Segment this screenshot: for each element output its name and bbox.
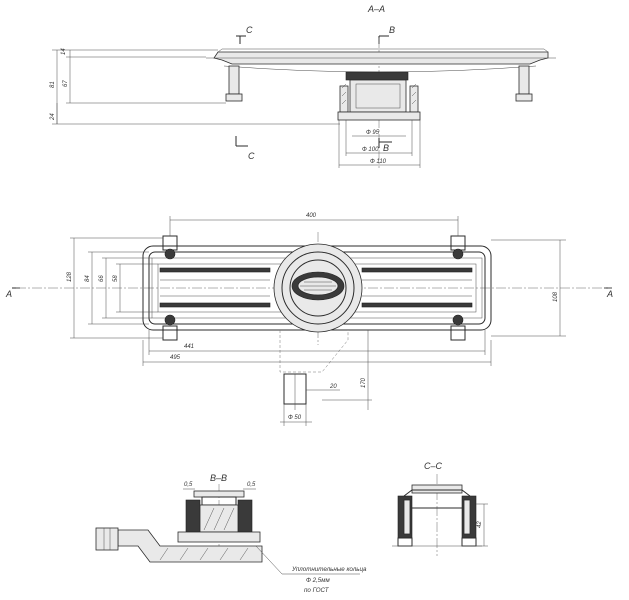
cc-foot-left <box>397 537 413 547</box>
section-bb-title: B–B <box>210 473 227 483</box>
hatch-3 <box>341 99 347 105</box>
seal-note: Уплотнительные кольца Ф 2,5мм по ГОСТ <box>291 566 367 594</box>
section-cc-title: C–C <box>424 461 443 471</box>
cc-rim <box>403 489 471 497</box>
outlet-inner <box>355 83 401 109</box>
cut-b-bottom-label: B <box>383 143 389 153</box>
drain-ring-3 <box>289 259 347 317</box>
cut-a-right-label: A <box>606 289 613 299</box>
right-leg <box>518 65 530 95</box>
bb-wall-left <box>185 499 201 533</box>
slot-left-top <box>159 267 271 273</box>
slot-right-bottom <box>361 302 473 308</box>
hatch-1 <box>341 83 347 89</box>
dim-84: 84 <box>85 275 91 282</box>
bb-hatch-1 <box>203 507 215 531</box>
cut-c-top-label: C <box>246 25 253 35</box>
dim-d100: Ф 100 <box>362 147 379 153</box>
section-bb-view: B–B 0,5 0,5 <box>95 473 360 575</box>
hatch-6 <box>411 99 417 105</box>
bb-dim-left: 0,5 <box>184 482 193 488</box>
outlet-collar <box>345 71 409 81</box>
plan-view: A A <box>5 213 613 426</box>
hatch-5 <box>411 91 417 97</box>
dim-d110: Ф 110 <box>370 159 387 165</box>
dim-24: 24 <box>50 113 56 121</box>
hatch-4 <box>411 83 417 89</box>
cc-dim-42: 42 <box>477 521 483 528</box>
bb-pipe-end <box>95 527 119 551</box>
note-line-3: по ГОСТ <box>304 587 330 594</box>
bb-hatch-5 <box>179 547 189 561</box>
slot-right-top <box>361 267 473 273</box>
section-aa-view: A–A C B <box>50 4 556 168</box>
dim-128: 128 <box>67 271 73 282</box>
outlet-right-flange <box>409 85 419 113</box>
bracket-top-right <box>450 235 466 251</box>
dim-d50: Ф 50 <box>288 415 302 421</box>
bracket-top-left <box>162 235 178 251</box>
drain-ring-2 <box>281 251 355 325</box>
section-cc-view: C–C 42 <box>392 461 488 556</box>
cc-wall-left-inner <box>403 499 411 535</box>
cut-c-bottom-label: C <box>248 151 255 161</box>
bb-wall-right <box>237 499 253 533</box>
dim-14: 14 <box>61 48 67 55</box>
dim-441: 441 <box>184 344 194 350</box>
right-foot <box>515 93 533 102</box>
bracket-screw-bl <box>164 314 176 326</box>
channel-bottom-curve <box>223 65 537 73</box>
grate-left-edge <box>217 48 223 53</box>
bracket-screw-br <box>452 314 464 326</box>
grate-right-edge <box>543 48 549 53</box>
bb-hatch-7 <box>219 547 229 561</box>
bracket-bottom-left <box>162 325 178 341</box>
slot-left-bottom <box>159 302 271 308</box>
bb-hatch-6 <box>199 547 209 561</box>
dim-108: 108 <box>553 291 559 302</box>
dim-400: 400 <box>306 213 317 219</box>
bracket-screw-tr <box>452 248 464 260</box>
bb-hatch-3 <box>223 507 235 531</box>
outlet-body <box>349 79 407 113</box>
outlet-pipe-hidden <box>279 330 349 373</box>
dim-67: 67 <box>63 80 69 87</box>
bb-hatch-2 <box>213 507 225 531</box>
left-foot <box>225 93 243 102</box>
section-aa-title: A–A <box>367 4 385 14</box>
note-leader <box>255 545 283 575</box>
cc-foot-right <box>461 537 477 547</box>
dim-d95: Ф 95 <box>366 130 380 136</box>
cc-wall-right-inner <box>463 499 471 535</box>
hatch-2 <box>341 91 347 97</box>
bracket-screw-tl <box>164 248 176 260</box>
bb-dim-right: 0,5 <box>247 482 256 488</box>
bb-outlet-pipe <box>117 529 263 563</box>
cc-grate <box>411 484 463 494</box>
cut-a-left-label: A <box>5 289 12 299</box>
bb-grate <box>193 490 245 498</box>
dim-495: 495 <box>170 355 181 361</box>
cut-b-top-label: B <box>389 25 395 35</box>
note-line-1: Уплотнительные кольца <box>291 566 367 573</box>
dim-81: 81 <box>50 81 56 88</box>
bb-hatch-4 <box>159 547 169 561</box>
outlet-base <box>337 111 421 121</box>
dim-20: 20 <box>329 384 337 390</box>
bb-base <box>177 531 261 543</box>
note-line-2: Ф 2,5мм <box>306 577 330 584</box>
dim-58: 58 <box>113 275 119 282</box>
bracket-bottom-right <box>450 325 466 341</box>
dim-170: 170 <box>361 377 367 388</box>
outlet-left-flange <box>339 85 349 113</box>
dim-66: 66 <box>99 275 105 282</box>
bb-hatch-8 <box>239 547 249 561</box>
left-leg <box>228 65 240 95</box>
